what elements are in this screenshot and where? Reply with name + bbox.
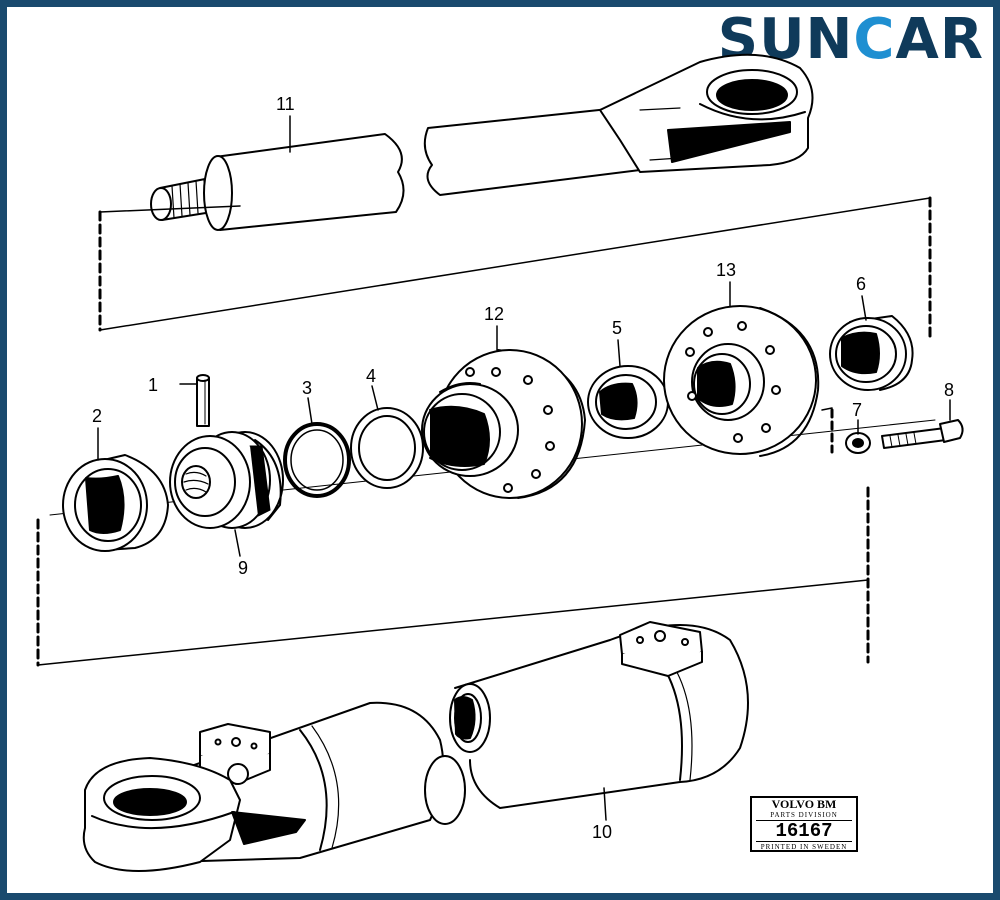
callout-12: 12 bbox=[484, 304, 504, 324]
callout-1: 1 bbox=[148, 375, 158, 395]
stamp-printed: PRINTED IN SWEDEN bbox=[760, 843, 848, 851]
callout-3: 3 bbox=[302, 378, 312, 398]
leader-lines bbox=[97, 115, 951, 821]
wiper-ring-5 bbox=[587, 365, 669, 439]
bolt-8 bbox=[881, 419, 964, 449]
callout-6: 6 bbox=[856, 274, 866, 294]
stamp-division: PARTS DIVISION bbox=[770, 811, 838, 819]
o-ring-3 bbox=[283, 422, 351, 498]
callout-8: 8 bbox=[944, 380, 954, 400]
logo-text-c: C bbox=[853, 7, 896, 72]
bushing-6 bbox=[829, 315, 914, 391]
logo-text-ar: AR bbox=[895, 7, 984, 72]
guide-ring-2 bbox=[62, 454, 169, 552]
stamp-brand: VOLVO BM bbox=[771, 797, 837, 811]
callout-9: 9 bbox=[238, 558, 248, 578]
callout-7: 7 bbox=[852, 400, 862, 420]
callout-11: 11 bbox=[276, 94, 295, 114]
volvo-bm-parts-stamp: VOLVO BM PARTS DIVISION 16167 PRINTED IN… bbox=[750, 796, 858, 852]
stamp-number: 16167 bbox=[756, 820, 852, 842]
callout-4: 4 bbox=[366, 366, 376, 386]
pin-1 bbox=[196, 374, 210, 427]
seal-ring-4 bbox=[350, 407, 424, 489]
callout-2: 2 bbox=[92, 406, 102, 426]
callout-5: 5 bbox=[612, 318, 622, 338]
guide-lines-lower bbox=[36, 486, 870, 667]
guide-lines-bolt bbox=[821, 407, 834, 454]
washer-7 bbox=[845, 432, 871, 454]
piston-rod-11 bbox=[150, 53, 814, 231]
flange-13 bbox=[663, 305, 820, 457]
callout-13: 13 bbox=[716, 260, 736, 280]
guide-lines-upper bbox=[98, 196, 932, 340]
cylinder-head-12 bbox=[421, 349, 586, 499]
piston-9 bbox=[169, 431, 284, 529]
callout-10: 10 bbox=[592, 822, 612, 842]
cylinder-tube-10 bbox=[82, 621, 749, 872]
